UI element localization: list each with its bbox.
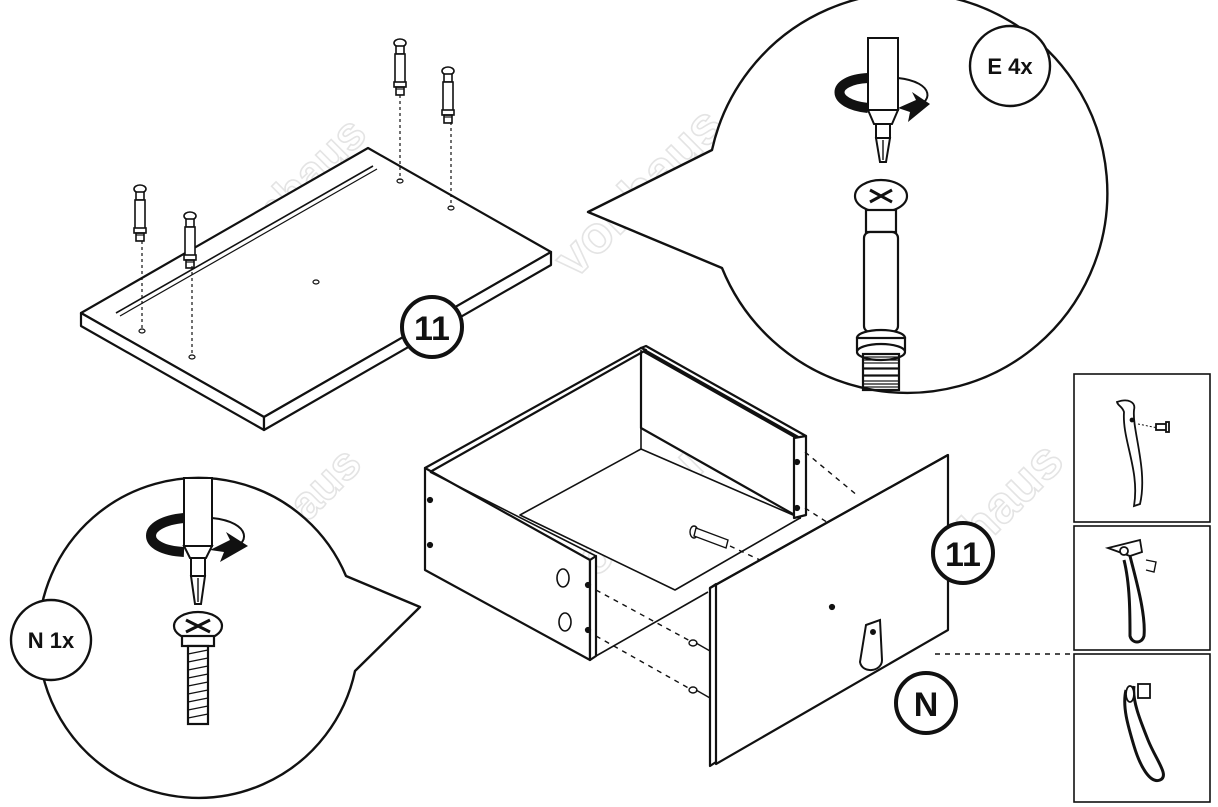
- cam-bolt-icon: [133, 38, 455, 269]
- detail-callout-n: N 1x: [9, 476, 422, 800]
- rotate-arrow-icon: [146, 513, 248, 562]
- panel-number-badge: 11: [931, 521, 995, 585]
- rotate-arrow-icon: [834, 73, 930, 122]
- strap-handle-icon: [858, 618, 884, 671]
- handle-option-box: [1073, 373, 1211, 523]
- part-quantity-badge: N 1x: [9, 598, 93, 682]
- svg-text:11: 11: [414, 310, 450, 348]
- loop-strap-handle-icon: [1104, 538, 1157, 644]
- svg-text:N 1x: N 1x: [28, 628, 75, 653]
- svg-text:11: 11: [945, 536, 981, 574]
- svg-text:E 4x: E 4x: [987, 54, 1033, 79]
- handle-option-box: [1073, 525, 1211, 651]
- panel-number-badge: 11: [400, 295, 464, 359]
- cam-bolt-icon: [853, 178, 909, 392]
- ring-strap-handle-icon: [1123, 683, 1165, 782]
- top-panel: [79, 95, 553, 432]
- detail-callout-e: E 4x: [586, 0, 1109, 395]
- curved-strap-handle-icon: [1115, 399, 1170, 508]
- drawer-front-panel: [688, 453, 950, 768]
- handle-options: [1073, 373, 1211, 803]
- svg-text:N: N: [914, 686, 939, 724]
- part-quantity-badge: E 4x: [968, 24, 1052, 108]
- bolt-icon: [172, 610, 224, 726]
- bolt-icon: [689, 525, 729, 549]
- drawer-box: [423, 344, 808, 662]
- part-letter-badge: N: [894, 671, 958, 735]
- screwdriver-icon: [182, 477, 214, 605]
- screwdriver-icon: [866, 37, 900, 163]
